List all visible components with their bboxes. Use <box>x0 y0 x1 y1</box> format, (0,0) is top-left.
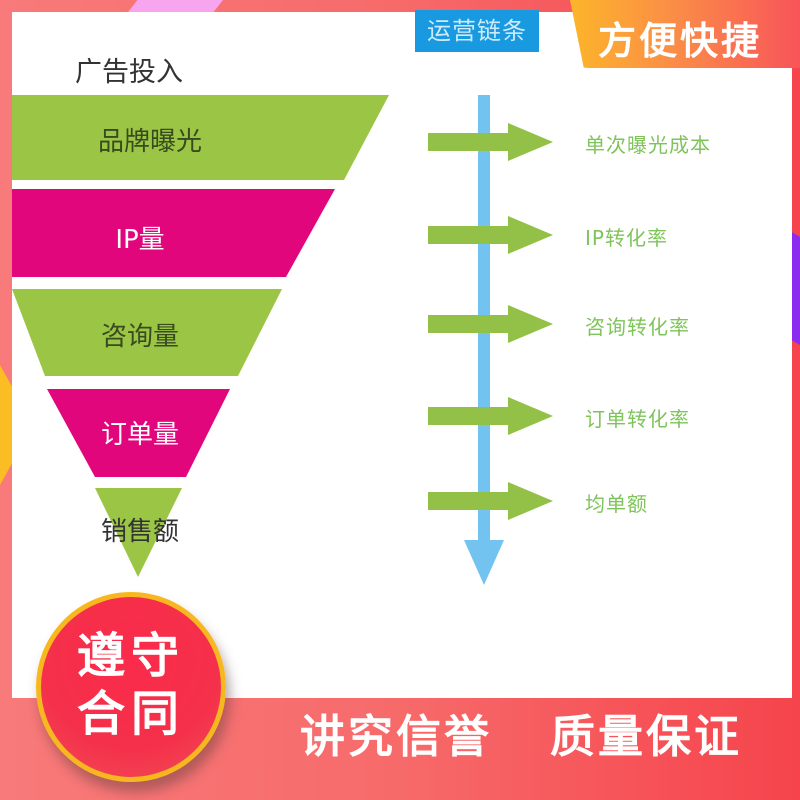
arrow-right-icon <box>428 482 553 520</box>
funnel-layer-4-shape <box>47 389 230 477</box>
corner-banner-text: 方便快捷 <box>598 19 763 63</box>
chain-title: 运营链条 <box>415 10 539 52</box>
chain-step-4-label: 订单转化率 <box>585 407 690 431</box>
contract-seal-badge: 遵守 合同 <box>36 592 226 782</box>
funnel-layer-5-shape <box>95 488 182 577</box>
seal-line-2: 合同 <box>76 686 185 742</box>
funnel-layer-1-shape <box>12 95 389 180</box>
chain-step-1-label: 单次曝光成本 <box>585 133 711 157</box>
chain-arrow-down-icon <box>464 540 504 585</box>
slogan-right: 质量保证 <box>550 710 743 763</box>
funnel-layer-5-label: 销售额 <box>100 516 179 547</box>
chain-step-2-label: IP转化率 <box>585 226 668 250</box>
chain-step-5-label: 均单额 <box>585 492 648 516</box>
frame-accent-left <box>0 365 12 485</box>
funnel-layer-4-label: 订单量 <box>100 419 179 450</box>
funnel-layer-1-label: 品牌曝光 <box>97 126 202 157</box>
arrow-right-icon <box>428 216 553 254</box>
corner-banner: 方便快捷 <box>570 0 800 68</box>
funnel-layer-3-label: 咨询量 <box>100 321 179 352</box>
funnel-layer-3-shape <box>12 289 282 376</box>
arrow-right-icon <box>428 397 553 435</box>
arrow-right-icon <box>428 305 553 343</box>
funnel-title: 广告投入 <box>75 57 183 88</box>
arrow-right-icon <box>428 123 553 161</box>
funnel-layer-2-shape <box>12 189 335 277</box>
frame-accent-top <box>128 0 223 12</box>
funnel-layer-2-label: IP量 <box>115 224 165 255</box>
chain-step-3-label: 咨询转化率 <box>585 315 690 339</box>
seal-line-1: 遵守 <box>76 628 185 684</box>
slogan-left: 讲究信誉 <box>300 710 493 763</box>
